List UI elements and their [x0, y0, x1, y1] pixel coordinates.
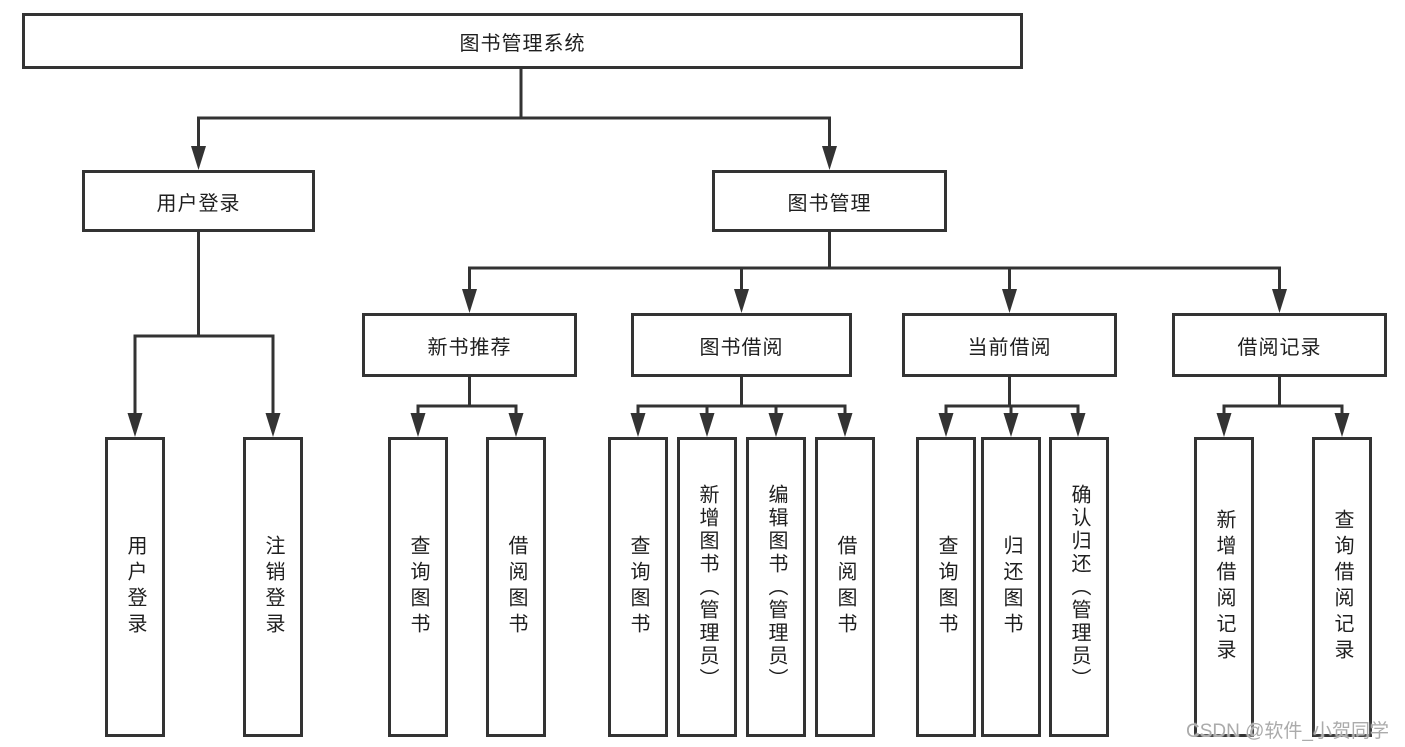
leaf-add-books-admin: 新增图书（管理员）: [677, 437, 737, 737]
leaf-query-borrow-record-label: 查询借阅记录: [1331, 509, 1353, 665]
arrow-down-icon: [1003, 413, 1019, 437]
leaf-add-borrow-record: 新增借阅记录: [1194, 437, 1254, 737]
leaf-user-login-label: 用户登录: [124, 535, 146, 639]
node-root: 图书管理系统: [22, 13, 1023, 69]
arrow-down-icon: [699, 413, 715, 437]
arrow-down-icon: [630, 413, 646, 437]
arrow-down-icon: [822, 146, 837, 170]
leaf-query-books-a: 查询图书: [388, 437, 448, 737]
watermark: CSDN @软件_小贺同学: [1186, 721, 1389, 742]
leaf-query-books-a-label: 查询图书: [407, 535, 429, 639]
node-book-management-label: 图书管理: [787, 192, 872, 215]
leaf-edit-books-admin-label: 编辑图书（管理员）: [765, 483, 787, 691]
node-root-label: 图书管理系统: [459, 32, 586, 55]
leaf-add-borrow-record-label: 新增借阅记录: [1213, 509, 1235, 665]
leaf-confirm-return-admin-label: 确认归还（管理员）: [1068, 483, 1090, 691]
leaf-return-books-label: 归还图书: [1000, 535, 1022, 639]
leaf-logout-label: 注销登录: [262, 535, 284, 639]
leaf-query-books-c-label: 查询图书: [935, 535, 957, 639]
arrow-down-icon: [734, 289, 749, 313]
leaf-query-books-b: 查询图书: [608, 437, 668, 737]
leaf-borrow-books-b: 借阅图书: [815, 437, 875, 737]
leaf-edit-books-admin: 编辑图书（管理员）: [746, 437, 806, 737]
leaf-borrow-books-a: 借阅图书: [486, 437, 546, 737]
node-borrow-records: 借阅记录: [1172, 313, 1387, 377]
arrow-down-icon: [1272, 289, 1287, 313]
arrow-down-icon: [938, 413, 954, 437]
arrow-down-icon: [1216, 413, 1232, 437]
node-book-borrow: 图书借阅: [631, 313, 852, 377]
arrow-down-icon: [1002, 289, 1017, 313]
arrow-down-icon: [1334, 413, 1350, 437]
arrow-down-icon: [191, 146, 206, 170]
leaf-logout: 注销登录: [243, 437, 303, 737]
arrow-down-icon: [462, 289, 477, 313]
leaf-query-books-c: 查询图书: [916, 437, 976, 737]
node-new-book-recommend: 新书推荐: [362, 313, 577, 377]
arrow-down-icon: [768, 413, 784, 437]
leaf-user-login: 用户登录: [105, 437, 165, 737]
leaf-borrow-books-a-label: 借阅图书: [505, 535, 527, 639]
leaf-return-books: 归还图书: [981, 437, 1041, 737]
leaf-query-books-b-label: 查询图书: [627, 535, 649, 639]
node-new-book-recommend-label: 新书推荐: [427, 336, 512, 359]
node-current-borrow-label: 当前借阅: [967, 336, 1052, 359]
leaf-confirm-return-admin: 确认归还（管理员）: [1049, 437, 1109, 737]
node-book-management: 图书管理: [712, 170, 947, 232]
node-current-borrow: 当前借阅: [902, 313, 1117, 377]
node-book-borrow-label: 图书借阅: [699, 336, 784, 359]
arrow-down-icon: [837, 413, 853, 437]
leaf-borrow-books-b-label: 借阅图书: [834, 535, 856, 639]
arrow-down-icon: [127, 413, 143, 437]
node-borrow-records-label: 借阅记录: [1237, 336, 1322, 359]
arrow-down-icon: [508, 413, 524, 437]
arrow-down-icon: [265, 413, 281, 437]
node-user-login: 用户登录: [82, 170, 315, 232]
arrow-down-icon: [1070, 413, 1086, 437]
arrow-down-icon: [410, 413, 426, 437]
node-user-login-label: 用户登录: [156, 192, 241, 215]
leaf-query-borrow-record: 查询借阅记录: [1312, 437, 1372, 737]
leaf-add-books-admin-label: 新增图书（管理员）: [696, 483, 718, 691]
